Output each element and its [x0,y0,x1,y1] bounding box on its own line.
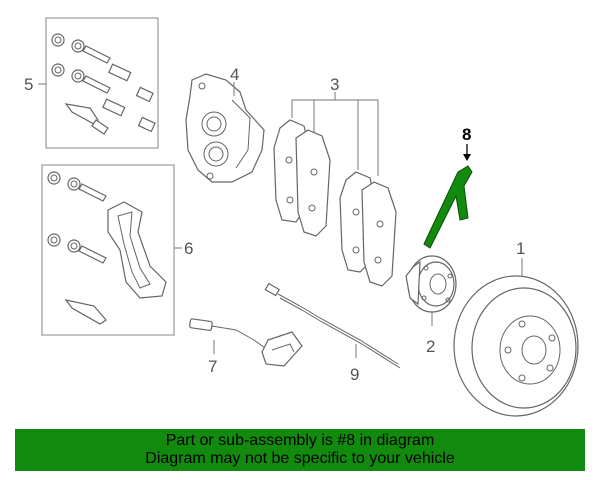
bracket-kit-box[interactable] [41,164,175,336]
callout-3: 3 [330,75,339,94]
callout-1: 1 [516,239,525,258]
banner-line-2: Diagram may not be specific to your vehi… [145,450,455,467]
brake-pads[interactable] [273,119,397,287]
brake-caliper[interactable] [185,73,265,183]
highlighted-part-8[interactable] [423,165,473,249]
hardware-kit-box[interactable] [45,17,159,149]
callout-2: 2 [426,337,435,356]
callout-9: 9 [350,365,359,384]
info-banner: Part or sub-assembly is #8 in diagram Di… [15,429,585,471]
callout-6: 6 [184,239,193,258]
wear-sensor-9[interactable] [264,282,401,369]
brake-parts-diagram: 5 6 4 [24,17,579,417]
callout-5: 5 [24,75,33,94]
brake-rotor[interactable] [453,275,579,417]
wear-sensor-7[interactable] [189,318,303,367]
callout-4: 4 [230,65,239,84]
banner-line-1: Part or sub-assembly is #8 in diagram [165,432,435,449]
callout-8: 8 [462,125,471,144]
wheel-hub[interactable] [405,255,457,313]
callout-7: 7 [208,357,217,376]
